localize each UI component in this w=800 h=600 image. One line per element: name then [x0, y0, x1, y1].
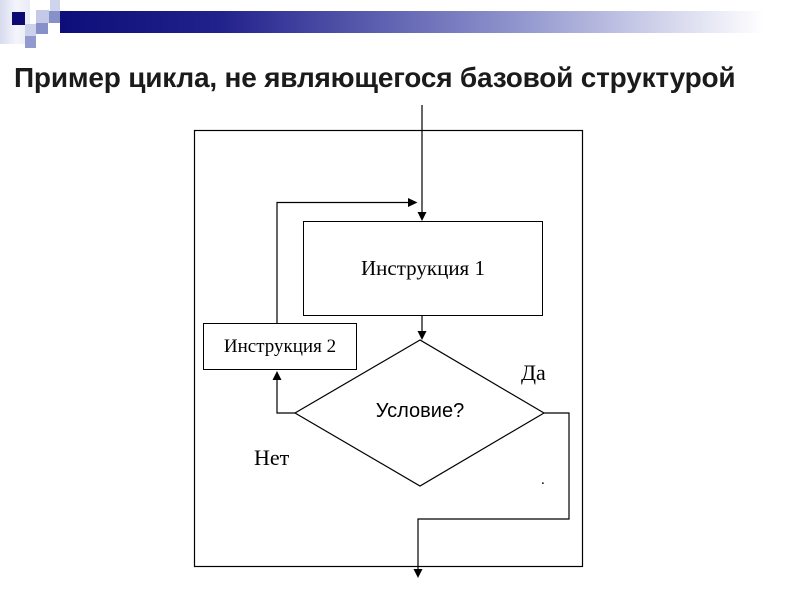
deco-square-slate-1 — [49, 11, 60, 23]
entry-arrowhead — [417, 212, 427, 221]
box1-to-diamond-arrowhead — [417, 331, 427, 340]
outer-boundary-rect — [193, 129, 584, 568]
yes-branch-line — [417, 412, 570, 570]
instruction1-box: Инструкция 1 — [303, 221, 543, 316]
no-branch-arrowhead — [272, 371, 282, 380]
instruction2-label: Инструкция 2 — [223, 335, 337, 357]
deco-square-slate-3 — [25, 36, 36, 48]
deco-square-pale-3 — [25, 24, 36, 36]
header-gradient-bar — [60, 11, 793, 33]
feedback-line — [276, 201, 409, 323]
instruction1-label: Инструкция 1 — [361, 256, 485, 280]
instruction2-box: Инструкция 2 — [203, 323, 357, 370]
deco-square-pale-2 — [50, 0, 60, 11]
branch-no-label: Нет — [254, 445, 290, 470]
page-title: Пример цикла, не являющегося базовой стр… — [14, 62, 736, 93]
condition-diamond — [293, 339, 546, 487]
deco-square-pale-1 — [36, 10, 49, 23]
yes-branch-arrowhead — [413, 569, 423, 578]
deco-square-slate-2 — [36, 23, 48, 34]
condition-label: Условие? — [375, 400, 465, 422]
branch-yes-label: Да — [521, 360, 546, 385]
feedback-arrowhead — [408, 198, 418, 207]
no-branch-line — [276, 380, 295, 414]
stray-dot: . — [541, 472, 545, 488]
deco-square-navy — [12, 12, 25, 25]
